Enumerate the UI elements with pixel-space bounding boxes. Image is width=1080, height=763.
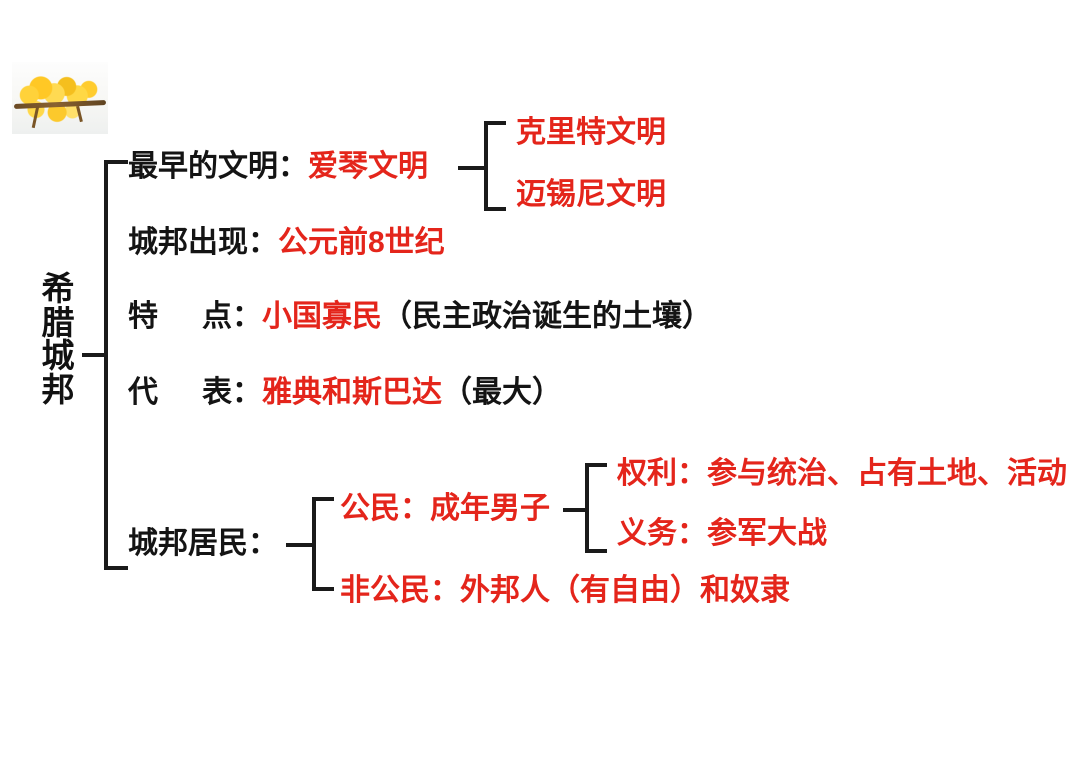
row-polis-appearance: 城邦出现：公元前8世纪 [128,228,445,258]
root-label-char-1: 希 [41,270,75,307]
aegean-connector-line [458,166,484,170]
characteristics-note: （民主政治诞生的土壤） [382,300,712,333]
citizen-children-bracket [585,463,607,553]
root-stub-line [82,353,106,357]
row-citizen: 公民：成年男子 [340,492,550,525]
aegean-bracket-top-arm [484,121,506,125]
root-label-char-3: 城 [41,337,75,375]
root-bracket-top-arm [104,160,128,164]
root-bracket-bottom-arm [104,566,128,570]
citizen-bracket-top-arm [585,463,607,467]
representatives-value: 雅典和斯巴达 [262,376,442,409]
root-bracket [104,160,128,570]
row-non-citizen: 非公民：外邦人（有自由）和奴隶 [340,574,790,607]
row-residents-label: 城邦居民： [128,527,278,560]
row-citizen-duties: 义务：参军大战 [617,517,827,550]
characteristics-value: 小国寡民 [262,300,382,333]
root-label: 希 腊 城 邦 [36,272,80,407]
representatives-note: （最大） [442,376,562,409]
representatives-label-a: 代 [128,376,158,409]
residents-bracket-bottom-arm [312,587,334,591]
twig-shape-2 [76,105,83,123]
aegean-bracket-spine [484,121,488,211]
aegean-children-bracket [484,121,506,211]
ginkgo-branch-photo [12,62,108,134]
root-label-char-2: 腊 [41,303,75,341]
root-label-char-4: 邦 [41,370,75,408]
root-bracket-stub [82,353,106,357]
row-characteristics: 特 点：小国寡民（民主政治诞生的土壤） [128,302,712,332]
row-earliest-civilization: 最早的文明：爱琴文明 [128,152,428,182]
root-bracket-spine [104,160,108,570]
residents-bracket-top-arm [312,497,334,501]
residents-children-bracket [312,497,334,591]
row-mycenae-civilization: 迈锡尼文明 [516,178,666,211]
residents-connector-line [286,543,312,547]
characteristics-label-a: 特 [128,300,158,333]
citizen-bracket-bottom-arm [585,549,607,553]
citizen-bracket-spine [585,463,589,553]
polis-appearance-label: 城邦出现： [128,226,278,259]
residents-connector-dash [286,543,312,547]
residents-bracket-spine [312,497,316,591]
aegean-bracket-bottom-arm [484,207,506,211]
branch-shape [13,99,107,110]
earliest-civilization-value: 爱琴文明 [308,150,428,183]
row-representatives: 代 表：雅典和斯巴达（最大） [128,378,562,408]
earliest-civilization-label: 最早的文明： [128,150,308,183]
row-citizen-rights: 权利：参与统治、占有土地、活动 [617,457,1067,490]
characteristics-label-b: 点： [202,300,262,333]
citizen-connector-line [563,508,585,512]
row-crete-civilization: 克里特文明 [516,116,666,149]
citizen-connector-dash [563,508,585,512]
twig-shape [31,105,40,129]
representatives-label-b: 表： [202,376,262,409]
polis-appearance-value: 公元前8世纪 [278,226,445,259]
aegean-connector-dash [458,166,484,170]
